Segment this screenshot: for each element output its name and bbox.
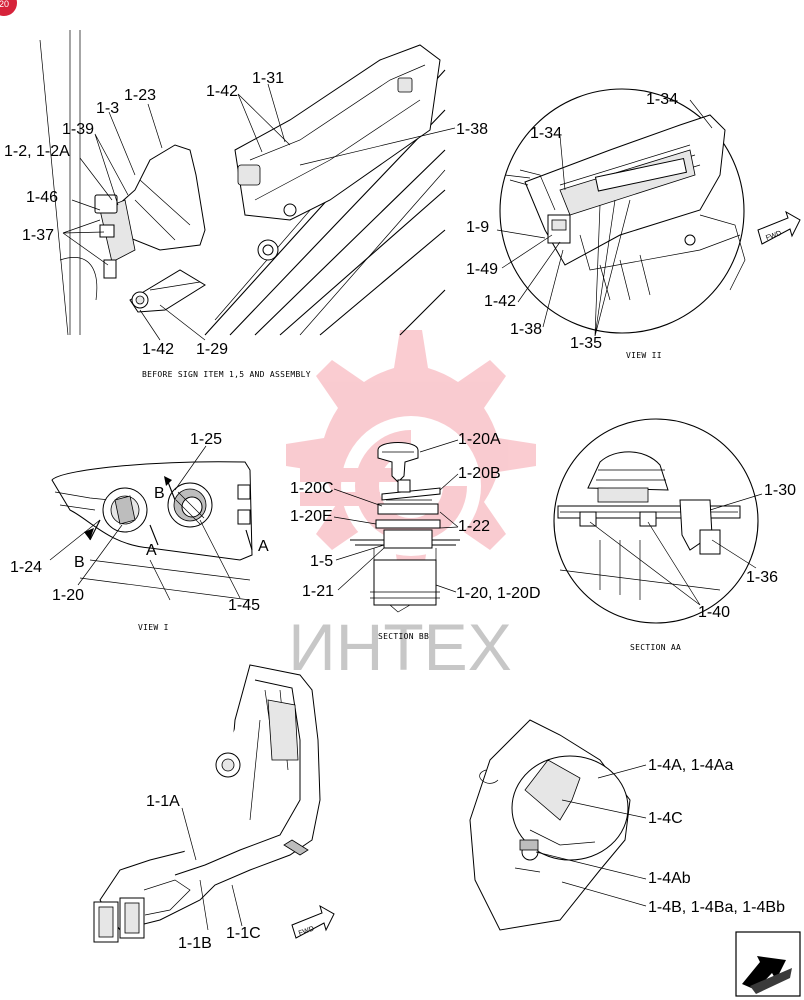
label-1-42-view-ii: 1-42 [484, 293, 516, 310]
label-1-20b: 1-20B [458, 465, 501, 482]
label-1-35: 1-35 [570, 335, 602, 352]
label-1-36: 1-36 [746, 569, 778, 586]
section-mark-b-bottom: B [74, 554, 85, 571]
top-left-view [39, 30, 456, 341]
label-1-1b: 1-1B [178, 935, 212, 952]
label-1-37: 1-37 [22, 227, 54, 244]
view-i-detail [49, 445, 253, 601]
label-1-34-left: 1-34 [530, 125, 562, 142]
label-1-31: 1-31 [252, 70, 284, 87]
caption-view-i: VIEW I [138, 623, 169, 632]
label-1-42-top: 1-42 [206, 83, 238, 100]
label-1-46: 1-46 [26, 189, 58, 206]
section-aa-detail [553, 418, 763, 624]
label-1-4b-1-4ba-1-4bb: 1-4B, 1-4Ba, 1-4Bb [648, 899, 785, 916]
duct-assembly-detail [93, 664, 321, 943]
label-1-4c: 1-4C [648, 810, 683, 827]
label-1-40: 1-40 [698, 604, 730, 621]
label-1-4ab: 1-4Ab [648, 870, 691, 887]
label-1-22: 1-22 [458, 518, 490, 535]
label-1-38: 1-38 [456, 121, 488, 138]
label-1-3: 1-3 [96, 100, 119, 117]
label-1-20-view-i: 1-20 [52, 587, 84, 604]
label-1-20c: 1-20C [290, 480, 334, 497]
caption-section-bb: SECTION BB [378, 632, 429, 641]
label-1-25: 1-25 [190, 431, 222, 448]
label-1-4a-1-4aa: 1-4A, 1-4Aa [648, 757, 733, 774]
watermark-text: ИНТЕХ [288, 610, 511, 684]
label-1-9: 1-9 [466, 219, 489, 236]
caption-section-aa: SECTION AA [630, 643, 681, 652]
page-badge-number: 20 [0, 0, 9, 9]
label-1-1c: 1-1C [226, 925, 261, 942]
section-mark-a-right: A [258, 538, 269, 555]
label-1-45: 1-45 [228, 597, 260, 614]
label-1-34-top: 1-34 [646, 91, 678, 108]
label-1-30: 1-30 [764, 482, 796, 499]
label-1-20e: 1-20E [290, 508, 333, 525]
fwd-arrow-icon: FWD [757, 210, 801, 245]
label-1-42-bottom: 1-42 [142, 341, 174, 358]
label-1-5: 1-5 [310, 553, 333, 570]
label-1-49: 1-49 [466, 261, 498, 278]
section-mark-b-top: B [154, 485, 165, 502]
label-1-20a: 1-20A [458, 431, 501, 448]
label-1-1a: 1-1A [146, 793, 180, 810]
caption-before-sign: BEFORE SIGN ITEM 1,5 AND ASSEMBLY [142, 370, 311, 379]
label-1-23: 1-23 [124, 87, 156, 104]
cover-assembly-detail [469, 719, 647, 931]
label-1-2-1-2a: 1-2, 1-2A [4, 143, 70, 160]
view-ii-detail [496, 88, 746, 337]
label-1-21: 1-21 [302, 583, 334, 600]
label-1-38-view-ii: 1-38 [510, 321, 542, 338]
section-bb-detail [333, 439, 460, 613]
caption-view-ii: VIEW II [626, 351, 662, 360]
label-1-24: 1-24 [10, 559, 42, 576]
label-1-39: 1-39 [62, 121, 94, 138]
section-mark-a-left: A [146, 542, 157, 559]
label-1-20-1-20d: 1-20, 1-20D [456, 585, 541, 602]
nav-corner-button[interactable] [735, 931, 801, 997]
page-badge: 20 [0, 0, 17, 16]
fwd-arrow-icon-duct: FWD [291, 904, 335, 939]
label-1-29: 1-29 [196, 341, 228, 358]
